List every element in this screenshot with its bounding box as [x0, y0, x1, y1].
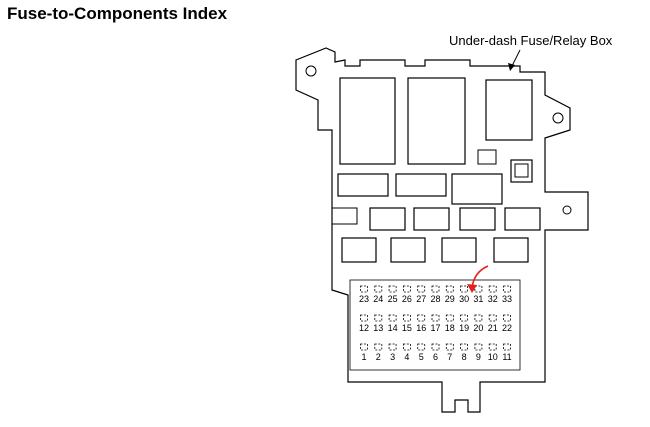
fuse-slot-27 — [417, 285, 426, 293]
small-square-socket — [510, 159, 533, 183]
fuse-number-9: 9 — [476, 352, 481, 362]
fuse-number-19: 19 — [459, 323, 469, 333]
fuse-slot-10 — [488, 343, 497, 351]
page-title: Fuse-to-Components Index — [7, 4, 228, 23]
fuse-number-13: 13 — [373, 323, 383, 333]
fuse-slot-32 — [488, 285, 497, 293]
highlight-arrow — [471, 265, 489, 289]
fuse-number-14: 14 — [388, 323, 398, 333]
relay-socket-2 — [390, 237, 426, 263]
relay-large-3 — [485, 79, 533, 141]
fuse-number-1: 1 — [361, 352, 366, 362]
mount-hole-side — [562, 205, 572, 215]
fuse-block-outline — [349, 279, 521, 371]
connector-2 — [395, 173, 447, 197]
mount-hole-right — [552, 112, 564, 124]
mini-relay-5 — [504, 207, 541, 231]
fuse-slot-23 — [360, 285, 368, 293]
fuse-slot-30 — [460, 285, 469, 293]
fuse-number-22: 22 — [502, 323, 512, 333]
fuse-slot-7 — [445, 343, 454, 351]
fuse-slot-25 — [388, 285, 397, 293]
fuse-box-callout-label: Under-dash Fuse/Relay Box — [449, 33, 613, 48]
fuse-slot-3 — [388, 343, 397, 351]
fuse-number-29: 29 — [445, 294, 455, 304]
highlight-arrowhead — [467, 284, 477, 293]
fuse-number-17: 17 — [430, 323, 440, 333]
fuse-slot-8 — [460, 343, 469, 351]
fuse-number-24: 24 — [373, 294, 383, 304]
fuse-slot-33 — [503, 285, 511, 293]
connector-3 — [451, 173, 503, 205]
small-square-socket-inner — [514, 163, 529, 178]
fuse-slot-17 — [431, 314, 440, 322]
fuse-slot-11 — [503, 343, 511, 351]
fuse-number-27: 27 — [416, 294, 426, 304]
fuse-number-7: 7 — [447, 352, 452, 362]
fuse-slot-20 — [474, 314, 483, 322]
mini-relay-4 — [459, 207, 496, 231]
relay-socket-3 — [441, 237, 477, 263]
fuse-slot-26 — [402, 285, 411, 293]
relay-large-2 — [407, 77, 466, 165]
fuse-number-25: 25 — [388, 294, 398, 304]
fuse-slot-15 — [402, 314, 411, 322]
callout-leader-line — [511, 49, 521, 67]
mini-relay-3 — [413, 207, 450, 231]
fuse-number-16: 16 — [416, 323, 426, 333]
fuse-slot-14 — [388, 314, 397, 322]
fuse-number-20: 20 — [473, 323, 483, 333]
relay-socket-4 — [493, 237, 529, 263]
fuse-number-15: 15 — [402, 323, 412, 333]
fuse-slot-6 — [431, 343, 440, 351]
relay-large-1 — [339, 77, 396, 165]
fuse-number-5: 5 — [419, 352, 424, 362]
fuse-slot-18 — [445, 314, 454, 322]
fuse-number-8: 8 — [462, 352, 467, 362]
fuse-number-30: 30 — [459, 294, 469, 304]
mini-relay-1 — [331, 207, 358, 225]
fuse-number-32: 32 — [488, 294, 498, 304]
fuse-box-outline — [295, 47, 589, 413]
fuse-slot-1 — [360, 343, 368, 351]
mini-relay-2 — [369, 207, 406, 231]
fuse-number-28: 28 — [430, 294, 440, 304]
fuse-number-4: 4 — [404, 352, 409, 362]
fuse-slot-12 — [360, 314, 368, 322]
fuse-number-26: 26 — [402, 294, 412, 304]
fuse-number-2: 2 — [376, 352, 381, 362]
fuse-slot-9 — [474, 343, 483, 351]
connector-1 — [337, 173, 389, 197]
callout-arrowhead — [508, 63, 515, 71]
fuse-number-11: 11 — [502, 352, 511, 362]
fuse-slot-19 — [460, 314, 469, 322]
fuse-slot-5 — [417, 343, 426, 351]
fuse-slot-13 — [374, 314, 383, 322]
fuse-slot-29 — [445, 285, 454, 293]
fuse-number-12: 12 — [359, 323, 369, 333]
fuse-number-21: 21 — [488, 323, 498, 333]
fuse-number-23: 23 — [359, 294, 369, 304]
fuse-number-31: 31 — [473, 294, 483, 304]
fuse-slot-28 — [431, 285, 440, 293]
fuse-slot-16 — [417, 314, 426, 322]
fuse-slot-2 — [374, 343, 383, 351]
fuse-slot-31 — [474, 285, 483, 293]
fuse-number-18: 18 — [445, 323, 455, 333]
fuse-slot-24 — [374, 285, 383, 293]
fuse-slot-4 — [402, 343, 411, 351]
mount-hole-left — [305, 65, 317, 77]
relay-socket-1 — [341, 237, 377, 263]
fuse-number-33: 33 — [502, 294, 512, 304]
fuse-slot-22 — [503, 314, 511, 322]
fuse-number-6: 6 — [433, 352, 438, 362]
fuse-slot-21 — [488, 314, 497, 322]
fuse-number-10: 10 — [488, 352, 498, 362]
fuse-number-3: 3 — [390, 352, 395, 362]
small-relay-socket — [477, 149, 497, 165]
